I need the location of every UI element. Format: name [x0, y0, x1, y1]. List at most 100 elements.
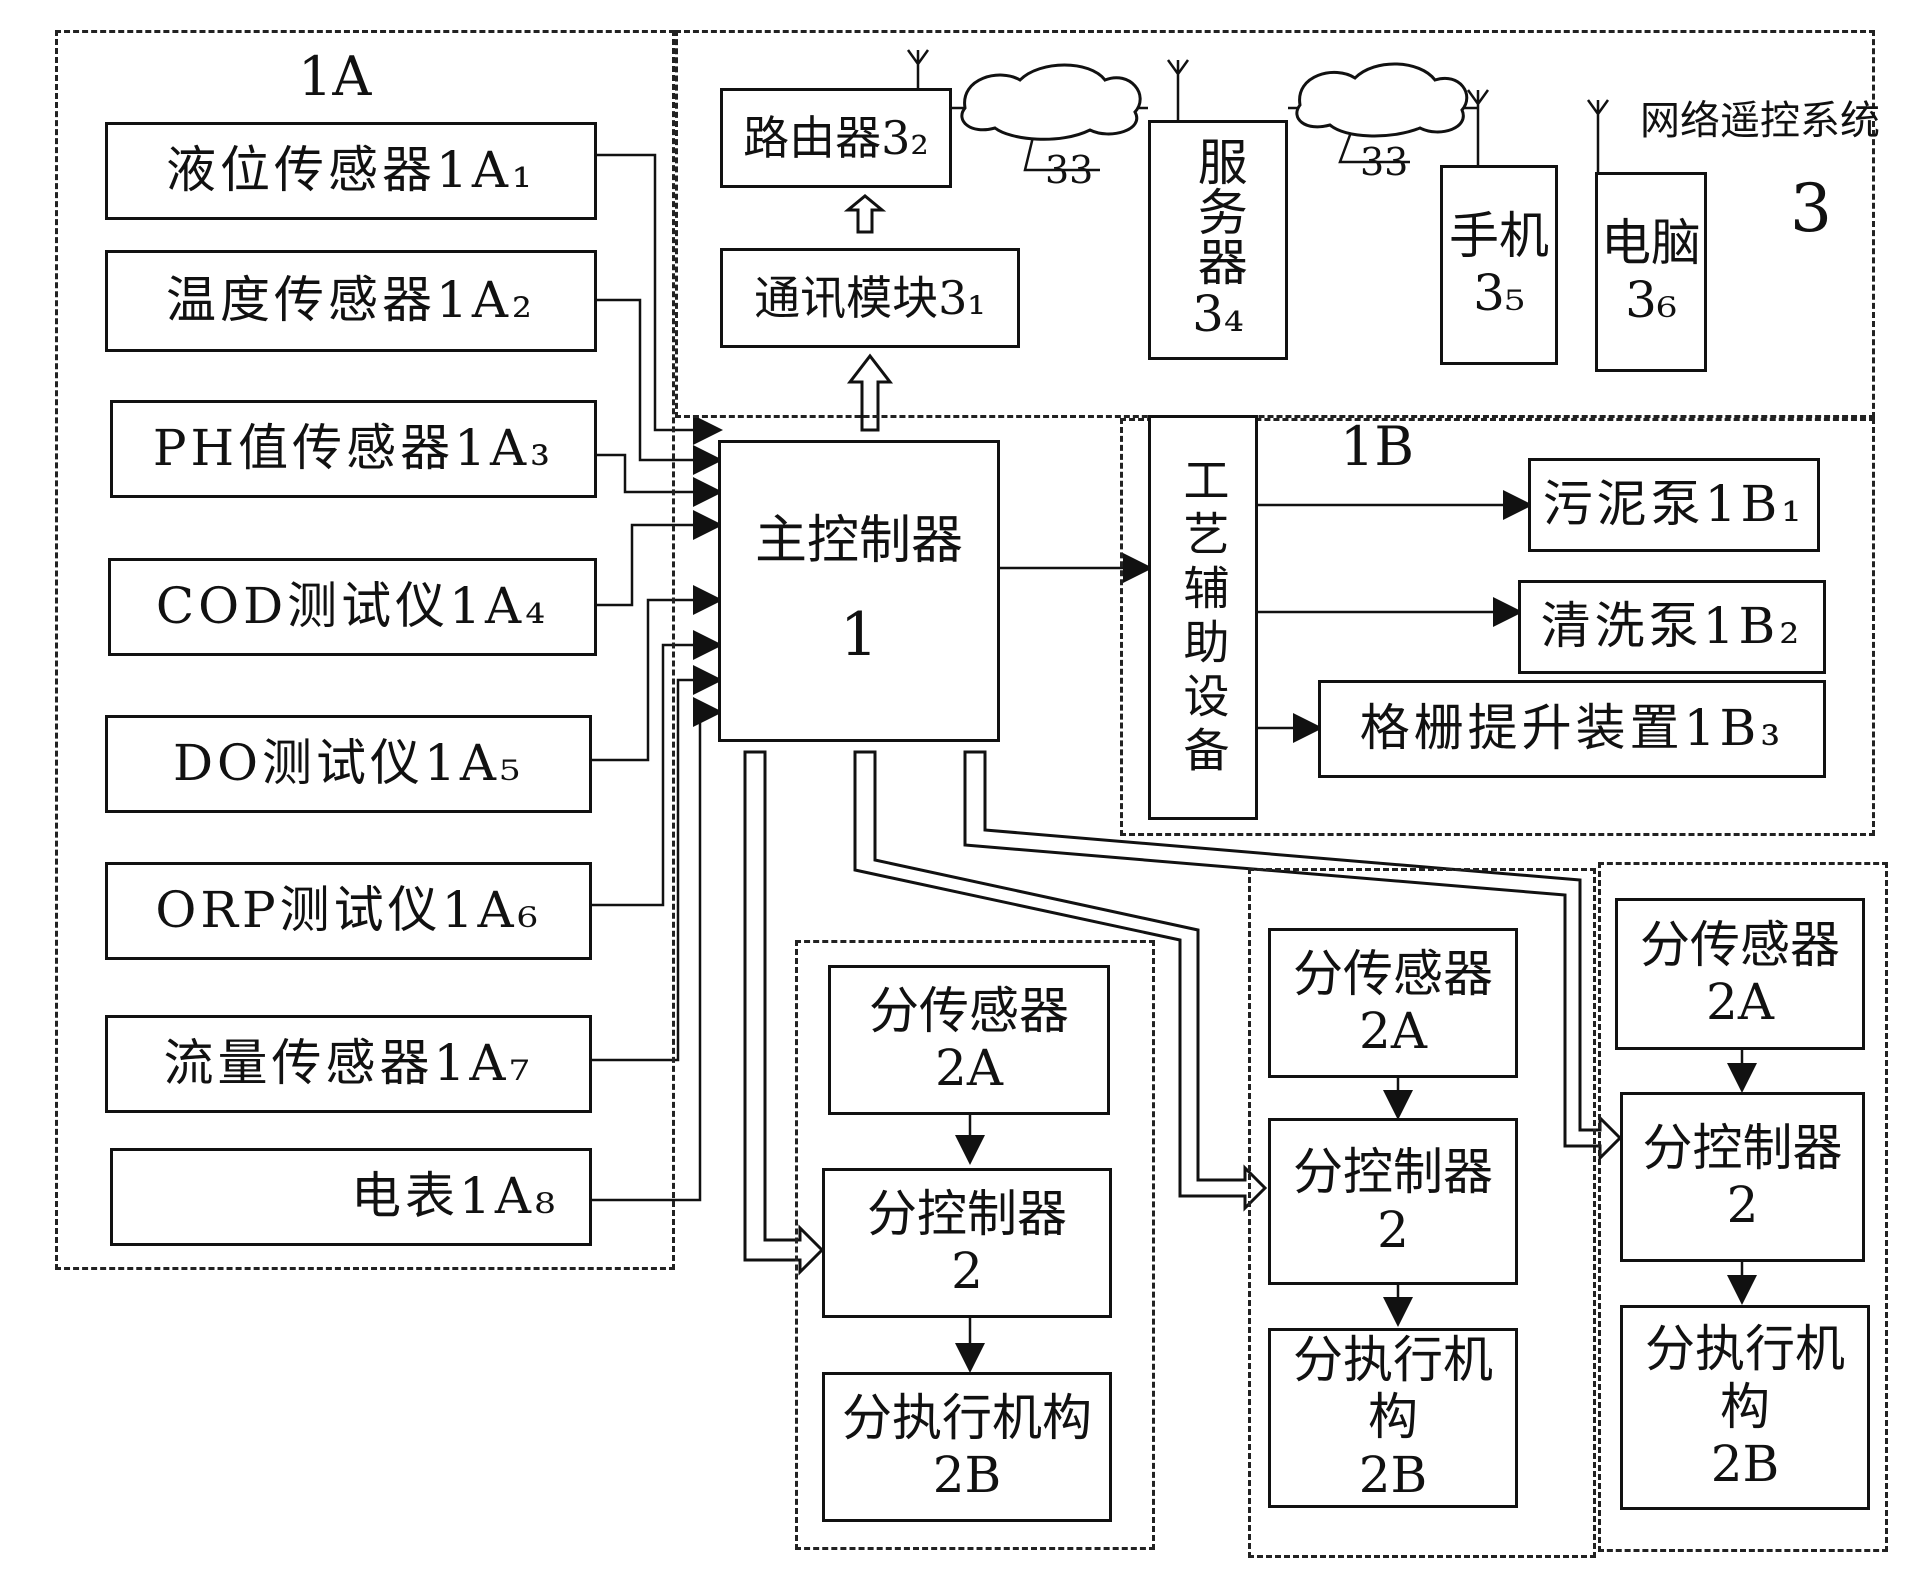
sensor-group-frame — [55, 30, 675, 1270]
sensor-flow-label: 流量传感器1A₇ — [163, 1034, 534, 1093]
main-controller-box: 主控制器 1 — [718, 440, 1000, 742]
link-sensor-1 — [592, 153, 723, 445]
sub1-controller-num: 2 — [951, 1242, 983, 1300]
link-sensor-8 — [592, 697, 723, 1202]
sub1-controller-label: 分控制器 — [867, 1184, 1067, 1243]
sensor-meter-label: 电表1A₈ — [351, 1167, 559, 1226]
bus-comm-main — [846, 353, 894, 432]
comm-module-label: 通讯模块3₁ — [754, 270, 986, 325]
sub3-controller-box: 分控制器 2 — [1620, 1092, 1865, 1262]
antenna-server — [1166, 59, 1190, 120]
antenna-router — [906, 49, 930, 88]
sub3-actuator-num: 2B — [1710, 1435, 1780, 1494]
sub1-actuator-label: 分执行机构 — [842, 1388, 1092, 1447]
comm-module-box: 通讯模块3₁ — [720, 248, 1020, 348]
cloud-1-shape — [960, 63, 1142, 141]
aux-sludge-pump-label: 污泥泵1B₁ — [1542, 475, 1806, 534]
main-controller-label: 主控制器 — [754, 510, 963, 571]
sensor-level-label: 液位传感器1A₁ — [166, 141, 536, 200]
aux-group-frame — [1120, 418, 1875, 836]
aux-cleaning-pump: 清洗泵1B₂ — [1518, 580, 1826, 674]
link-sensor-2 — [592, 298, 723, 475]
sub3-sensor-box: 分传感器 2A — [1615, 898, 1865, 1050]
sub1-actuator-box: 分执行机构 2B — [822, 1372, 1112, 1522]
sub1-sensor-box: 分传感器 2A — [828, 965, 1110, 1115]
pc-label: 电脑 — [1601, 213, 1701, 272]
sub2-actuator-num: 2B — [1358, 1445, 1428, 1504]
sub-unit-2-frame — [1248, 868, 1596, 1558]
sub2-sensor-label: 分传感器 — [1293, 944, 1493, 1003]
link-sensor-5 — [592, 585, 723, 762]
sensor-do: DO测试仪1A₅ — [105, 715, 592, 813]
sub3-actuator-label: 分执行机构 — [1645, 1320, 1845, 1436]
sub-unit-3-frame — [1598, 862, 1888, 1552]
main-controller-num: 1 — [839, 600, 879, 671]
sub-unit-1-frame — [795, 940, 1155, 1550]
sub1-actuator-num: 2B — [932, 1446, 1002, 1504]
sub3-controller-num: 2 — [1726, 1176, 1759, 1234]
bus-main-sub2 — [853, 750, 1268, 1212]
network-num: 3 — [1790, 170, 1832, 247]
sensor-temperature: 温度传感器1A₂ — [105, 250, 597, 352]
aux-equipment-label: 工艺辅助设备 — [1176, 455, 1231, 780]
bus-main-sub1 — [743, 750, 825, 1276]
sub3-controller-label: 分控制器 — [1642, 1118, 1843, 1177]
sub3-sensor-label: 分传感器 — [1640, 915, 1840, 974]
bus-router-comm — [843, 194, 887, 234]
sub3-sensor-num: 2A — [1706, 973, 1774, 1031]
aux-grille-lift: 格栅提升装置1B₃ — [1318, 680, 1826, 778]
sensor-ph: PH值传感器1A₃ — [110, 400, 597, 498]
sensor-level: 液位传感器1A₁ — [105, 122, 597, 220]
network-group-frame — [675, 30, 1875, 418]
aux-sludge-pump: 污泥泵1B₁ — [1528, 458, 1820, 552]
sub1-sensor-num: 2A — [935, 1039, 1003, 1097]
server-num: 3₄ — [1192, 285, 1244, 344]
group-1b-label: 1B — [1340, 415, 1415, 478]
bus-main-sub3 — [963, 750, 1623, 1162]
phone-label: 手机 — [1449, 206, 1549, 265]
router-box: 路由器3₂ — [720, 88, 952, 188]
sub2-sensor-num: 2A — [1359, 1002, 1427, 1060]
antenna-pc — [1586, 99, 1610, 172]
aux-cleaning-pump-label: 清洗泵1B₂ — [1540, 597, 1804, 656]
sub2-actuator-label: 分执行机构 — [1293, 1330, 1493, 1447]
aux-grille-lift-label: 格栅提升装置1B₃ — [1359, 699, 1785, 758]
sensor-orp-label: ORP测试仪1A₆ — [155, 881, 542, 940]
link-sensor-7 — [592, 665, 723, 1062]
phone-box: 手机 3₅ — [1440, 165, 1558, 365]
sub1-sensor-label: 分传感器 — [869, 981, 1069, 1040]
sensor-cod-label: COD测试仪1A₄ — [155, 577, 550, 636]
phone-num: 3₅ — [1473, 264, 1525, 322]
pc-box: 电脑 3₆ — [1595, 172, 1707, 372]
sub2-controller-num: 2 — [1377, 1200, 1409, 1259]
sensor-orp: ORP测试仪1A₆ — [105, 862, 592, 960]
sensor-temperature-label: 温度传感器1A₂ — [166, 271, 536, 330]
cloud-2-shape — [1295, 62, 1469, 138]
sensor-cod: COD测试仪1A₄ — [108, 558, 597, 656]
link-label-33-b: 33 — [1360, 140, 1409, 184]
sub1-controller-box: 分控制器 2 — [822, 1168, 1112, 1318]
aux-equipment-box: 工艺辅助设备 — [1148, 415, 1258, 820]
sensor-do-label: DO测试仪1A₅ — [172, 734, 525, 793]
link-sensor-3 — [592, 453, 723, 507]
server-label: 服务器 — [1189, 136, 1248, 287]
sub2-actuator-box: 分执行机构 2B — [1268, 1328, 1518, 1508]
sub2-sensor-box: 分传感器 2A — [1268, 928, 1518, 1078]
server-box: 服务器 3₄ — [1148, 120, 1288, 360]
link-sensor-6 — [592, 630, 723, 907]
sensor-ph-label: PH值传感器1A₃ — [152, 419, 555, 478]
router-label: 路由器3₂ — [743, 110, 929, 165]
sub3-actuator-box: 分执行机构 2B — [1620, 1305, 1870, 1510]
link-label-33-a: 33 — [1045, 148, 1094, 192]
link-sensor-4 — [592, 510, 723, 607]
sensor-flow: 流量传感器1A₇ — [105, 1015, 592, 1113]
antenna-phone — [1466, 89, 1490, 165]
network-title: 网络遥控系统 — [1640, 98, 1880, 144]
sensor-meter: 电表1A₈ — [110, 1148, 592, 1246]
sub2-controller-box: 分控制器 2 — [1268, 1118, 1518, 1285]
group-1a-label: 1A — [298, 45, 372, 108]
sub2-controller-label: 分控制器 — [1293, 1143, 1493, 1201]
pc-num: 3₆ — [1625, 271, 1677, 329]
